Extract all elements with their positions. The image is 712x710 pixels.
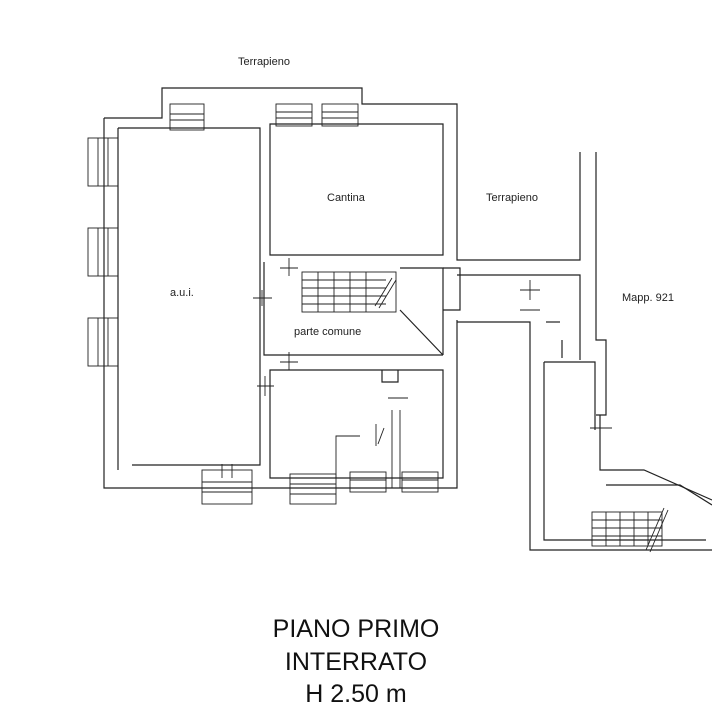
common-stair — [301, 271, 397, 313]
label-cantina: Cantina — [327, 192, 365, 204]
doors — [221, 258, 408, 488]
external-stair — [591, 507, 669, 553]
floor-plan-drawing — [87, 87, 712, 553]
caption-line-3: H 2.50 m — [305, 680, 407, 708]
label-mapp: Mapp. 921 — [622, 292, 674, 304]
windows — [87, 103, 439, 505]
label-aui: a.u.i. — [170, 287, 194, 299]
caption-line-1: PIANO PRIMO — [272, 615, 440, 643]
caption-line-2: INTERRATO — [284, 648, 428, 676]
property-boundary — [595, 152, 712, 506]
label-parte-comune: parte comune — [294, 326, 362, 338]
label-terrapieno-right: Terrapieno — [486, 192, 538, 204]
label-terrapieno-top: Terrapieno — [238, 56, 290, 68]
corridor — [443, 267, 712, 551]
